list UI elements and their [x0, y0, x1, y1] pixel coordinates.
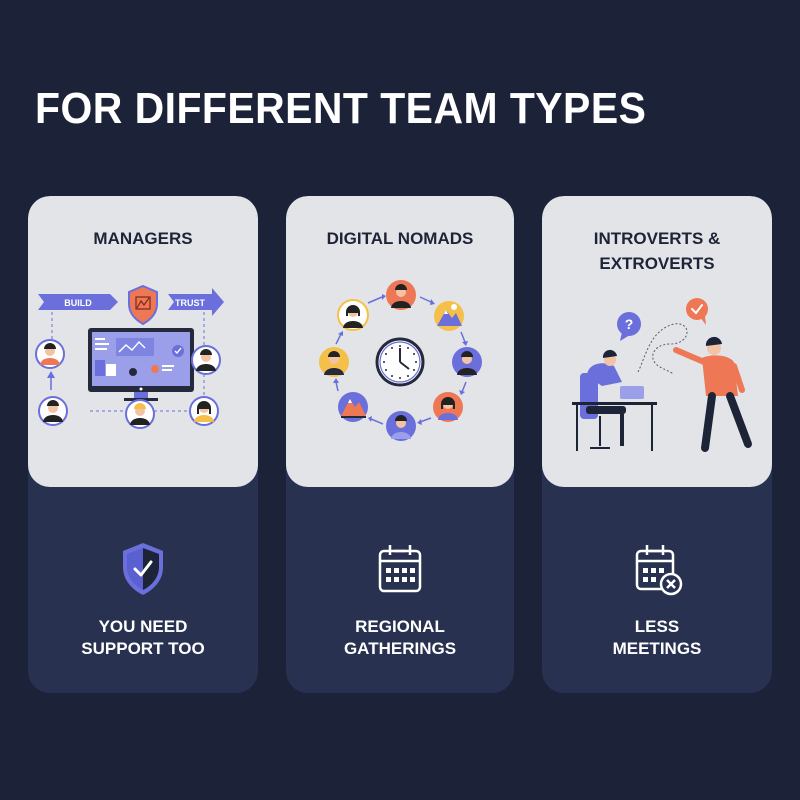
card-introverts-extroverts: INTROVERTS & EXTROVERTS ? — [542, 196, 772, 693]
card-label: REGIONAL GATHERINGS — [343, 617, 457, 658]
build-banner: BUILD — [38, 294, 118, 310]
calendar-x-icon — [635, 545, 683, 596]
card-digital-nomads: DIGITAL NOMADS — [286, 196, 514, 693]
introvert-extrovert-illustration: ? — [572, 298, 752, 452]
trust-banner: TRUST — [168, 288, 224, 316]
card-top-panel: DIGITAL NOMADS — [286, 196, 514, 487]
card-top-panel: INTROVERTS & EXTROVERTS ? — [542, 196, 772, 487]
card-managers: MANAGERS BUILD TRUST — [28, 196, 258, 693]
question-bubble-icon: ? — [617, 312, 641, 341]
svg-text:TRUST: TRUST — [175, 298, 205, 308]
cycle-arrows — [333, 294, 468, 425]
card-label: YOU NEED SUPPORT TOO — [81, 617, 205, 658]
card-heading: DIGITAL NOMADS — [326, 229, 474, 248]
card-heading: INTROVERTS & EXTROVERTS — [593, 229, 721, 273]
svg-text:BUILD: BUILD — [64, 298, 92, 308]
svg-text:?: ? — [625, 316, 634, 332]
avatar-circles — [319, 280, 482, 441]
nomad-clock-cycle-illustration — [319, 280, 482, 441]
shield-chart-icon — [128, 284, 158, 326]
card-label: LESS MEETINGS — [612, 617, 702, 658]
clock-icon — [375, 337, 425, 387]
calendar-icon — [378, 545, 422, 593]
shield-check-icon — [123, 543, 163, 595]
person-walking — [673, 336, 752, 452]
page-title: FOR DIFFERENT TEAM TYPES — [35, 84, 647, 133]
card-heading: MANAGERS — [93, 229, 193, 248]
person-at-desk — [572, 349, 657, 451]
card-top-panel: MANAGERS BUILD TRUST — [28, 196, 258, 487]
manager-team-monitor-illustration: BUILD TRUST — [35, 284, 224, 429]
check-bubble-icon — [686, 298, 708, 325]
mountain-icons — [338, 301, 464, 422]
monitor-dashboard — [88, 328, 194, 401]
avatar-circles — [35, 339, 221, 429]
